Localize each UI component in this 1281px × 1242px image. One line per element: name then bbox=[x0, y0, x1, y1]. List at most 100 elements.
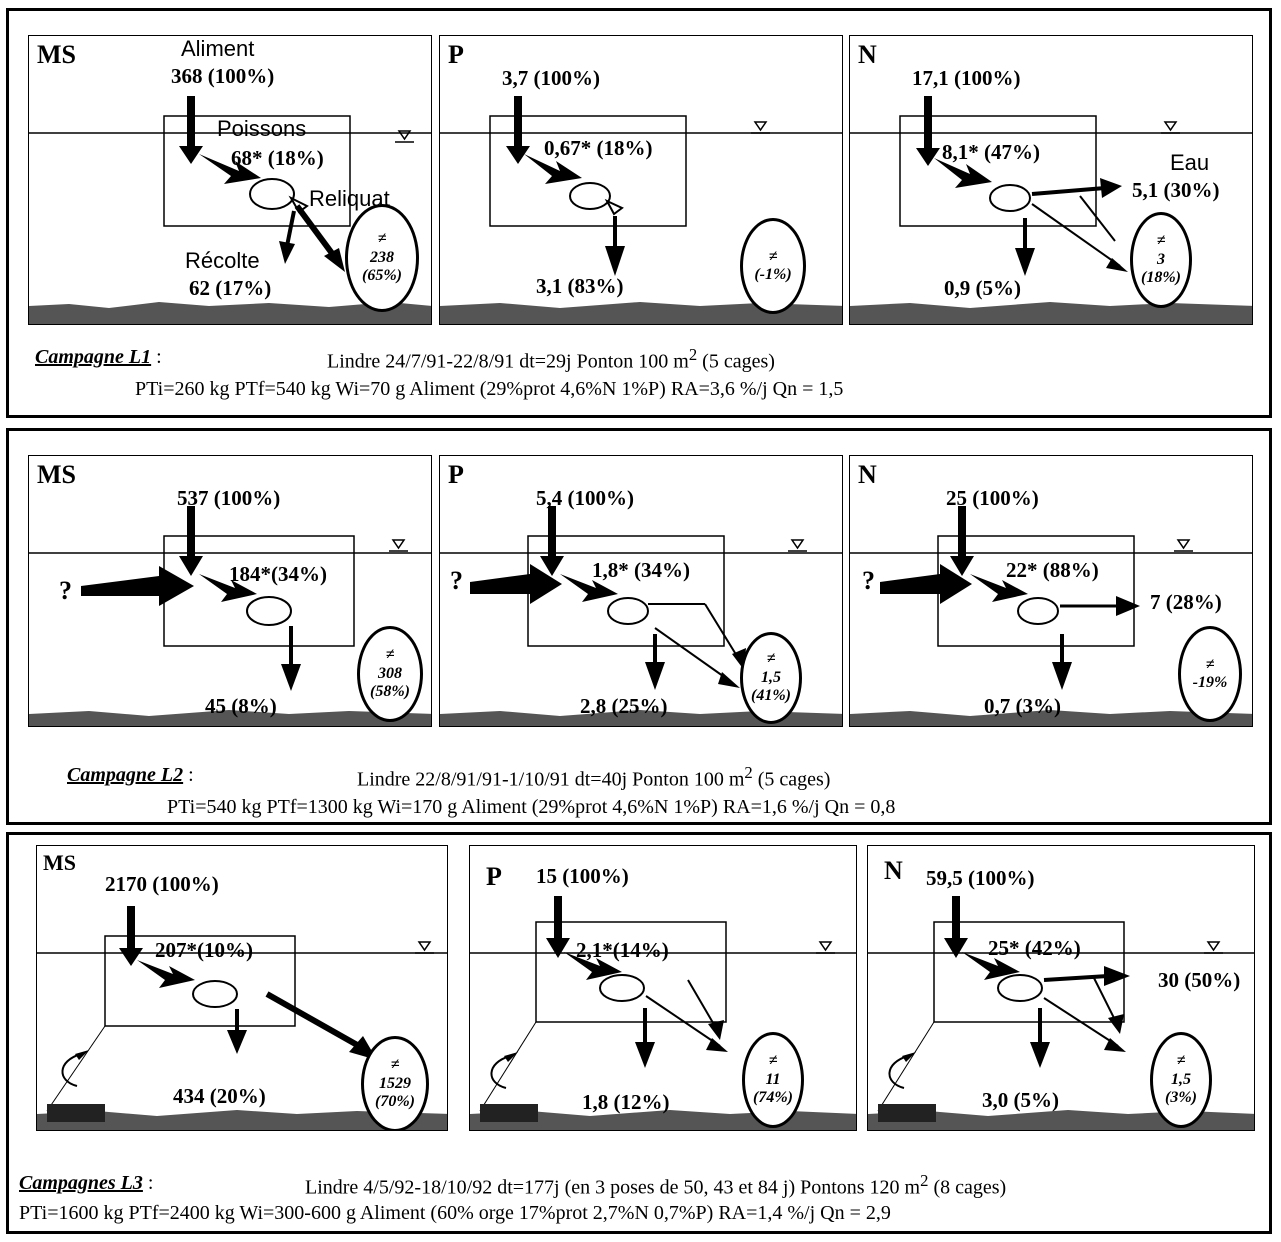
diff-pct: -19% bbox=[1193, 674, 1228, 692]
balance-oval: ≠ 238 (65%) bbox=[345, 204, 419, 312]
caption-line1-end: (5 cages) bbox=[753, 769, 831, 791]
panel-ms-l1: MS Aliment 368 (100%) Poissons 68* (18%)… bbox=[28, 35, 432, 325]
panel-n-l1: N 17,1 (100%) 8,1* (47%) Eau 5,1 (30%) 0… bbox=[849, 35, 1253, 325]
diff-pct: (70%) bbox=[375, 1093, 415, 1111]
caption-sep: : bbox=[143, 1172, 154, 1194]
diff-pct: (58%) bbox=[370, 683, 410, 701]
caption-line-2: PTi=540 kg PTf=1300 kg Wi=170 g Aliment … bbox=[167, 797, 895, 817]
caption-line1-text: Lindre 24/7/91-22/8/91 dt=29j Ponton 100… bbox=[327, 351, 689, 373]
balance-oval: ≠ 1,5 (41%) bbox=[740, 632, 802, 724]
panel-n-l2: N 25 (100%) ? 22* (88%) 7 (28%) 0,7 (3%)… bbox=[849, 455, 1253, 727]
balance-oval: ≠ 308 (58%) bbox=[357, 626, 423, 722]
diff-value: 11 bbox=[765, 1071, 780, 1089]
harvest-value: 0,7 (3%) bbox=[984, 696, 1061, 717]
water-label: Eau bbox=[1170, 152, 1209, 174]
campaign-l3-section: MS 2170 (100%) 207*(10%) 434 (20%) ≠ 152… bbox=[6, 832, 1272, 1234]
caption-line1-end: (8 cages) bbox=[928, 1177, 1006, 1199]
input-value: 15 (100%) bbox=[536, 866, 629, 887]
panel-ms-l3: MS 2170 (100%) 207*(10%) 434 (20%) ≠ 152… bbox=[36, 845, 448, 1131]
caption-line-1: Campagne L1 : bbox=[35, 347, 162, 367]
diff-pct: (-1%) bbox=[754, 266, 791, 284]
caption-dates: Lindre 22/8/91/91-1/10/91 dt=40j Ponton … bbox=[357, 765, 830, 790]
panel-title: MS bbox=[37, 462, 76, 488]
harvest-value: 62 (17%) bbox=[189, 278, 271, 299]
diff-symbol: ≠ bbox=[1177, 1052, 1186, 1070]
caption-sup: 2 bbox=[744, 763, 752, 782]
fish-value: 0,67* (18%) bbox=[544, 138, 653, 159]
panel-title: N bbox=[858, 462, 877, 488]
diff-symbol: ≠ bbox=[767, 650, 776, 668]
balance-oval: ≠ 11 (74%) bbox=[742, 1032, 804, 1128]
caption-line1-text: Lindre 22/8/91/91-1/10/91 dt=40j Ponton … bbox=[357, 769, 744, 791]
panel-title: MS bbox=[37, 42, 76, 68]
balance-oval: ≠ -19% bbox=[1178, 626, 1242, 722]
panel-p-l3: P 15 (100%) 2,1*(14%) 1,8 (12%) ≠ 11 (74… bbox=[469, 845, 857, 1131]
fish-value: 68* (18%) bbox=[231, 148, 324, 169]
water-value: 7 (28%) bbox=[1150, 592, 1222, 613]
caption-line-1: Campagne L2 : bbox=[67, 765, 194, 785]
panel-p-l1: P 3,7 (100%) 0,67* (18%) 3,1 (83%) ≠ (-1… bbox=[439, 35, 843, 325]
caption-dates: Lindre 4/5/92-18/10/92 dt=177j (en 3 pos… bbox=[305, 1173, 1006, 1198]
harvest-value: 1,8 (12%) bbox=[582, 1092, 670, 1113]
diff-pct: (41%) bbox=[751, 687, 791, 705]
panel-title: MS bbox=[43, 852, 76, 874]
diff-symbol: ≠ bbox=[769, 248, 778, 266]
diff-value: 1529 bbox=[379, 1075, 411, 1093]
fish-value: 8,1* (47%) bbox=[942, 142, 1040, 163]
harvest-value: 434 (20%) bbox=[173, 1086, 266, 1107]
input-label: Aliment bbox=[181, 38, 254, 60]
caption-dates: Lindre 24/7/91-22/8/91 dt=29j Ponton 100… bbox=[327, 347, 775, 372]
water-value: 5,1 (30%) bbox=[1132, 180, 1220, 201]
fish-value: 184*(34%) bbox=[229, 564, 327, 585]
harvest-label: Récolte bbox=[185, 250, 260, 272]
campaign-name: Campagnes L3 bbox=[19, 1172, 143, 1194]
fish-value: 2,1*(14%) bbox=[576, 940, 669, 961]
input-value: 2170 (100%) bbox=[105, 874, 219, 895]
panel-ms-l2: MS 537 (100%) ? 184*(34%) 45 (8%) ≠ 308 … bbox=[28, 455, 432, 727]
input-value: 3,7 (100%) bbox=[502, 68, 600, 89]
input-value: 25 (100%) bbox=[946, 488, 1039, 509]
diff-value: 238 bbox=[370, 249, 394, 267]
diff-symbol: ≠ bbox=[1157, 232, 1166, 250]
panel-p-l2: P 5,4 (100%) ? 1,8* (34%) 2,8 (25%) ≠ 1,… bbox=[439, 455, 843, 727]
diff-pct: (74%) bbox=[753, 1089, 793, 1107]
balance-oval: ≠ 1,5 (3%) bbox=[1150, 1032, 1212, 1128]
caption-line-1: Campagnes L3 : bbox=[19, 1173, 153, 1193]
campaign-name: Campagne L1 bbox=[35, 346, 151, 368]
diff-symbol: ≠ bbox=[386, 646, 395, 664]
diff-value: 308 bbox=[378, 665, 402, 683]
harvest-value: 3,0 (5%) bbox=[982, 1090, 1059, 1111]
fish-value: 1,8* (34%) bbox=[592, 560, 690, 581]
harvest-value: 45 (8%) bbox=[205, 696, 277, 717]
input-value: 368 (100%) bbox=[171, 66, 274, 87]
panel-title: N bbox=[884, 858, 903, 884]
caption-line-2: PTi=260 kg PTf=540 kg Wi=70 g Aliment (2… bbox=[135, 379, 843, 399]
diff-pct: (18%) bbox=[1141, 269, 1181, 287]
unknown-input: ? bbox=[59, 578, 72, 604]
diff-value: 1,5 bbox=[1171, 1071, 1191, 1089]
fish-value: 22* (88%) bbox=[1006, 560, 1099, 581]
diff-symbol: ≠ bbox=[378, 230, 387, 248]
water-value: 30 (50%) bbox=[1158, 970, 1240, 991]
panel-title: P bbox=[448, 462, 464, 488]
diff-value: 3 bbox=[1157, 251, 1165, 269]
harvest-value: 3,1 (83%) bbox=[536, 276, 624, 297]
fish-value: 207*(10%) bbox=[155, 940, 253, 961]
input-value: 17,1 (100%) bbox=[912, 68, 1021, 89]
diff-value: 1,5 bbox=[761, 669, 781, 687]
harvest-value: 0,9 (5%) bbox=[944, 278, 1021, 299]
input-value: 537 (100%) bbox=[177, 488, 280, 509]
diff-pct: (3%) bbox=[1165, 1089, 1197, 1107]
harvest-value: 2,8 (25%) bbox=[580, 696, 668, 717]
diff-symbol: ≠ bbox=[391, 1056, 400, 1074]
input-value: 59,5 (100%) bbox=[926, 868, 1035, 889]
campaign-name: Campagne L2 bbox=[67, 764, 183, 786]
balance-oval: ≠ (-1%) bbox=[740, 218, 806, 314]
diff-symbol: ≠ bbox=[769, 1052, 778, 1070]
balance-oval: ≠ 3 (18%) bbox=[1130, 212, 1192, 308]
caption-line1-text: Lindre 4/5/92-18/10/92 dt=177j (en 3 pos… bbox=[305, 1177, 920, 1199]
panel-title: N bbox=[858, 42, 877, 68]
caption-line1-end: (5 cages) bbox=[697, 351, 775, 373]
fish-value: 25* (42%) bbox=[988, 938, 1081, 959]
panel-n-l3: N 59,5 (100%) 25* (42%) 30 (50%) 3,0 (5%… bbox=[867, 845, 1255, 1131]
